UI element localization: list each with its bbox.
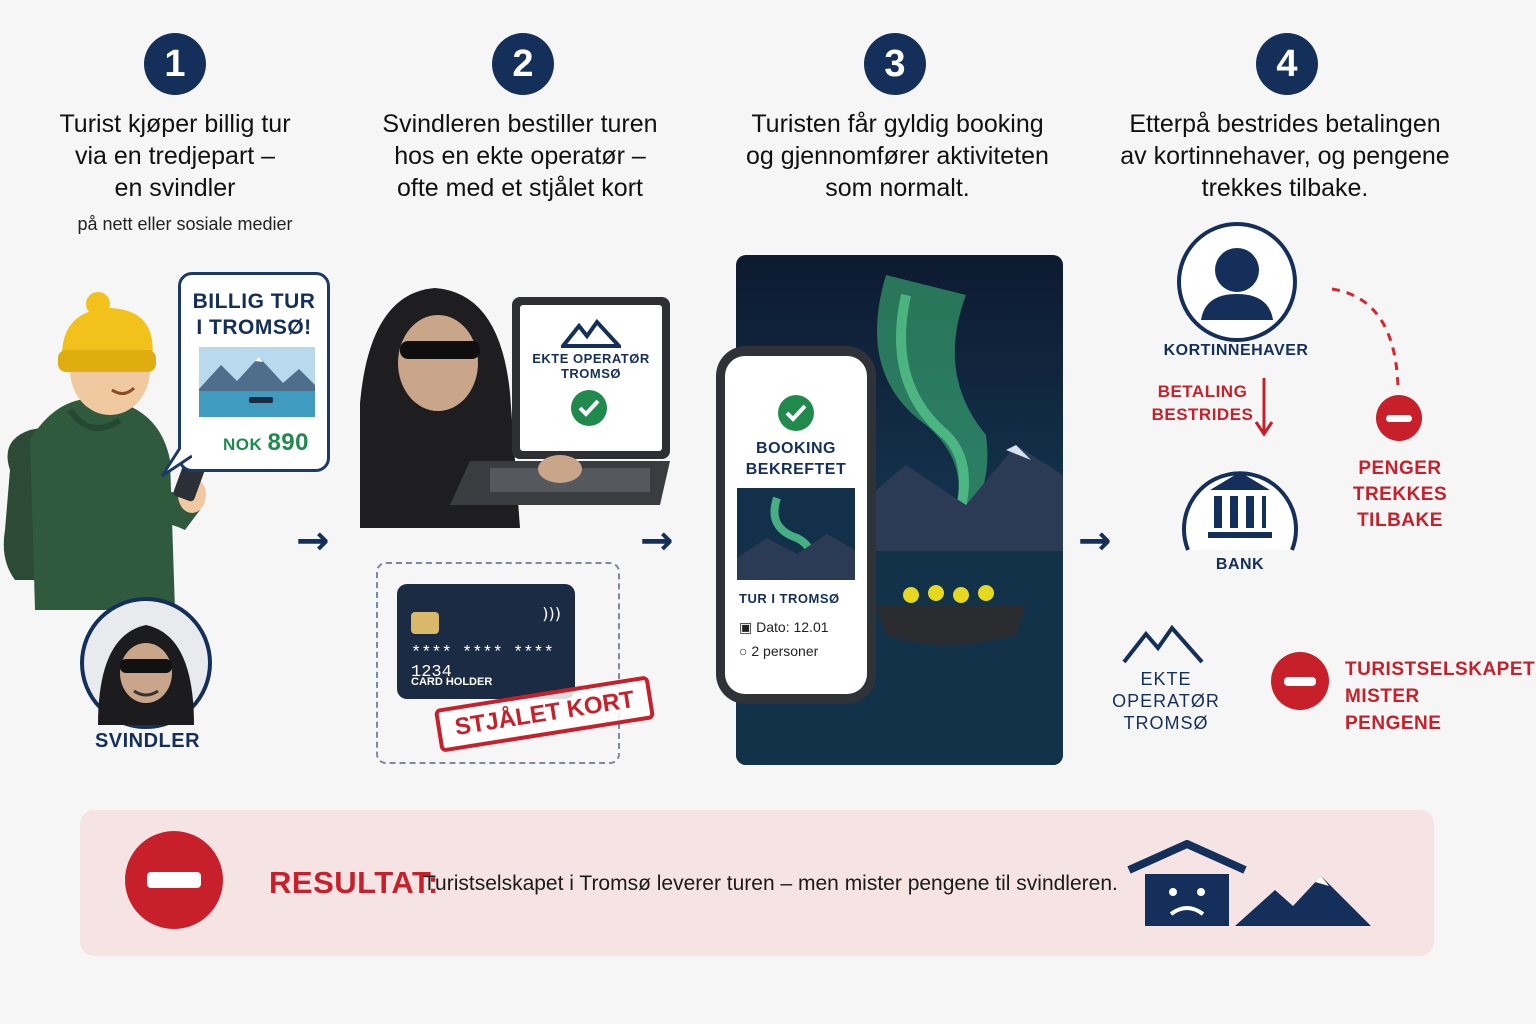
tourist-illustration — [3, 292, 209, 610]
mountain-logo-icon — [1122, 624, 1204, 664]
step-1-subtitle: på nett eller sosiale medier — [77, 214, 293, 234]
arrow-right-icon: → — [296, 518, 330, 564]
laptop-line-2: TROMSØ — [560, 366, 622, 381]
ad-bubble: BILLIG TUR I TROMSØ! NOK 890 — [178, 272, 330, 472]
person-icon: ○ — [739, 643, 748, 659]
result-label: RESULTAT: — [269, 865, 439, 900]
loss-label: TURISTSELSKAPET MISTER PENGENE — [1345, 656, 1536, 737]
no-entry-icon — [1271, 652, 1329, 710]
loss-line-3: PENGENE — [1345, 713, 1442, 734]
credit-card: ))) **** **** **** 1234 CARD HOLDER — [397, 584, 575, 699]
sad-company-icon — [1127, 840, 1371, 926]
step-4-title: Etterpå bestrides betalingen av kortinne… — [1120, 110, 1450, 202]
minus-icon — [1376, 395, 1422, 441]
ad-price-currency: NOK — [222, 435, 263, 454]
booking-date: Dato: 12.01 — [756, 619, 829, 635]
step-1-title: Turist kjøper billig tur via en tredjepa… — [59, 110, 291, 202]
step-4-number: 4 — [1256, 33, 1318, 95]
loss-line-2: MISTER — [1345, 686, 1420, 707]
booking-line-1: BOOKING — [756, 440, 836, 457]
ad-line-1: BILLIG TUR — [192, 290, 316, 313]
step-3-title: Turisten får gyldig booking og gjennomfø… — [746, 110, 1049, 202]
cardholder-icon — [1177, 222, 1297, 342]
booking-line-2: BEKREFTET — [745, 461, 847, 478]
booking-persons: 2 personer — [751, 643, 819, 659]
hacker-illustration — [360, 288, 670, 528]
clawback-label: PENGER TREKKES TILBAKE — [1350, 456, 1450, 534]
result-text: Turistselskapet i Tromsø leverer turen –… — [423, 872, 1118, 895]
scammer-label: SVINDLER — [94, 730, 201, 752]
stolen-card-frame — [376, 562, 620, 764]
card-chip-icon — [411, 612, 439, 634]
ad-price-value: 890 — [267, 429, 309, 456]
dashed-return-arrow — [1331, 287, 1400, 390]
bubble-tail — [160, 448, 192, 478]
loss-line-1: TURISTSELSKAPET — [1345, 659, 1536, 680]
laptop-operator-label: EKTE OPERATØR TROMSØ — [525, 351, 657, 381]
calendar-icon: ▣ — [739, 619, 753, 635]
contactless-icon: ))) — [542, 604, 561, 623]
tour-thumbnail — [737, 488, 855, 580]
step-1-number: 1 — [144, 33, 206, 95]
scammer-avatar — [80, 597, 212, 729]
dispute-line-2: BESTRIDES — [1151, 405, 1254, 424]
arrow-right-icon: → — [1078, 518, 1112, 564]
dispute-line-1: BETALING — [1157, 382, 1248, 401]
fjord-thumbnail — [199, 347, 315, 417]
dispute-label: BETALING BESTRIDES — [1140, 380, 1265, 426]
clawback-line-2: TREKKES — [1352, 484, 1448, 505]
cardholder-label: KORTINNEHAVER — [1163, 342, 1309, 359]
no-entry-icon — [125, 831, 223, 929]
clawback-line-1: PENGER — [1358, 458, 1442, 479]
arrow-right-icon: → — [640, 518, 674, 564]
step-2-number: 2 — [492, 33, 554, 95]
card-number: **** **** **** 1234 — [411, 644, 554, 682]
bank-icon — [1182, 471, 1298, 551]
check-icon — [571, 390, 607, 426]
arrow-down-icon — [1254, 378, 1274, 437]
operator-label: EKTE OPERATØR TROMSØ — [1086, 668, 1246, 734]
clawback-line-3: TILBAKE — [1357, 510, 1443, 531]
phone: BOOKING BEKREFTET TUR I TROMSØ ▣ Dato: 1… — [716, 346, 876, 704]
laptop-line-1: EKTE OPERATØR — [532, 351, 650, 366]
step-2-title: Svindleren bestiller turen hos en ekte o… — [382, 110, 658, 202]
check-icon — [778, 395, 814, 431]
tour-name: TUR I TROMSØ — [739, 591, 840, 606]
operator-line-2: TROMSØ — [1123, 713, 1209, 733]
result-banner: RESULTAT: Turistselskapet i Tromsø lever… — [80, 810, 1434, 956]
card-holder: CARD HOLDER — [411, 676, 493, 688]
operator-line-1: EKTE OPERATØR — [1112, 669, 1220, 711]
bank-label: BANK — [1215, 556, 1265, 573]
step-3-number: 3 — [864, 33, 926, 95]
phone-screen: BOOKING BEKREFTET TUR I TROMSØ ▣ Dato: 1… — [725, 356, 867, 694]
ad-line-2: I TROMSØ! — [196, 316, 312, 339]
mountain-logo-icon — [561, 318, 621, 348]
